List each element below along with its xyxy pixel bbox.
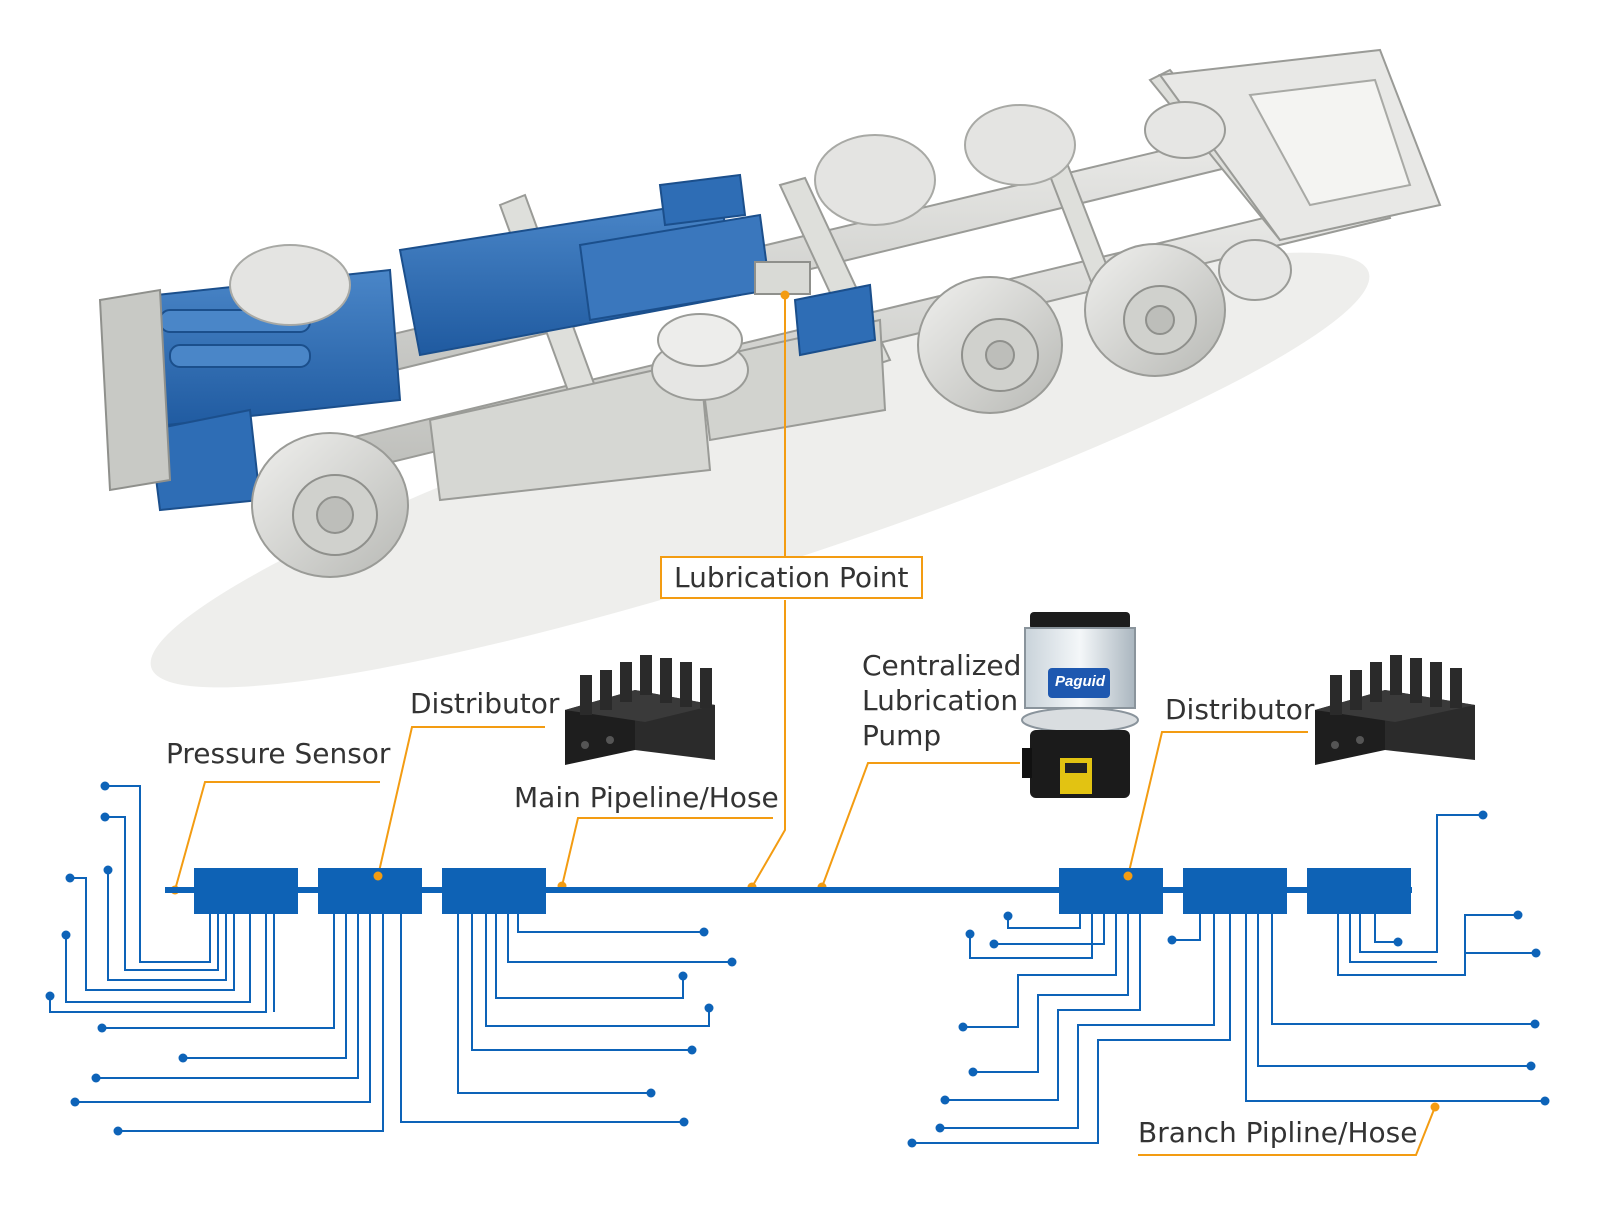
distributor-blocks bbox=[194, 868, 1411, 914]
lubrication-point-leader-lower bbox=[751, 600, 786, 888]
truck-chassis-illustration bbox=[98, 48, 1442, 688]
distributor-right-label: Distributor bbox=[1165, 693, 1315, 726]
lubrication-point-dot bbox=[780, 290, 790, 300]
distributor-block-4 bbox=[1059, 868, 1163, 914]
pump-label-line-3: Pump bbox=[862, 719, 942, 752]
branch-lines-left bbox=[49, 785, 732, 1132]
distributor-valve-icon bbox=[565, 655, 715, 765]
lubrication-point-label: Lubrication Point bbox=[660, 556, 923, 599]
leader-lines bbox=[174, 295, 1436, 1156]
distributor-block-1 bbox=[194, 868, 298, 914]
distributor-block-2 bbox=[318, 868, 422, 914]
distributor-left-leader bbox=[377, 726, 545, 877]
pressure-sensor-leader bbox=[174, 781, 380, 891]
branch-lines-right bbox=[912, 814, 1545, 1144]
pressure-sensor-label: Pressure Sensor bbox=[166, 737, 391, 770]
branch-endpoints-left bbox=[45, 781, 737, 1136]
distributor-right-leader bbox=[1127, 731, 1308, 877]
distributor-block-3 bbox=[442, 868, 546, 914]
pump-label-line-1: Centralized bbox=[862, 649, 1022, 682]
branch-pipeline-label: Branch Pipline/Hose bbox=[1138, 1116, 1418, 1149]
main-pipeline-label: Main Pipeline/Hose bbox=[514, 781, 779, 814]
distributor-left-label: Distributor bbox=[410, 687, 560, 720]
lubrication-pump-icon bbox=[1021, 612, 1139, 798]
pump-leader bbox=[821, 762, 1020, 888]
branch-pipeline-leader bbox=[1138, 1106, 1436, 1156]
pump-label-line-2: Lubrication bbox=[862, 684, 1019, 717]
main-pipeline-leader bbox=[561, 817, 773, 887]
distributor-valve-icon bbox=[1315, 655, 1475, 765]
distributor-block-6 bbox=[1307, 868, 1411, 914]
pump-brand-logo: Paguid bbox=[1054, 673, 1105, 690]
distributor-block-5 bbox=[1183, 868, 1287, 914]
branch-endpoints-right bbox=[907, 810, 1550, 1148]
